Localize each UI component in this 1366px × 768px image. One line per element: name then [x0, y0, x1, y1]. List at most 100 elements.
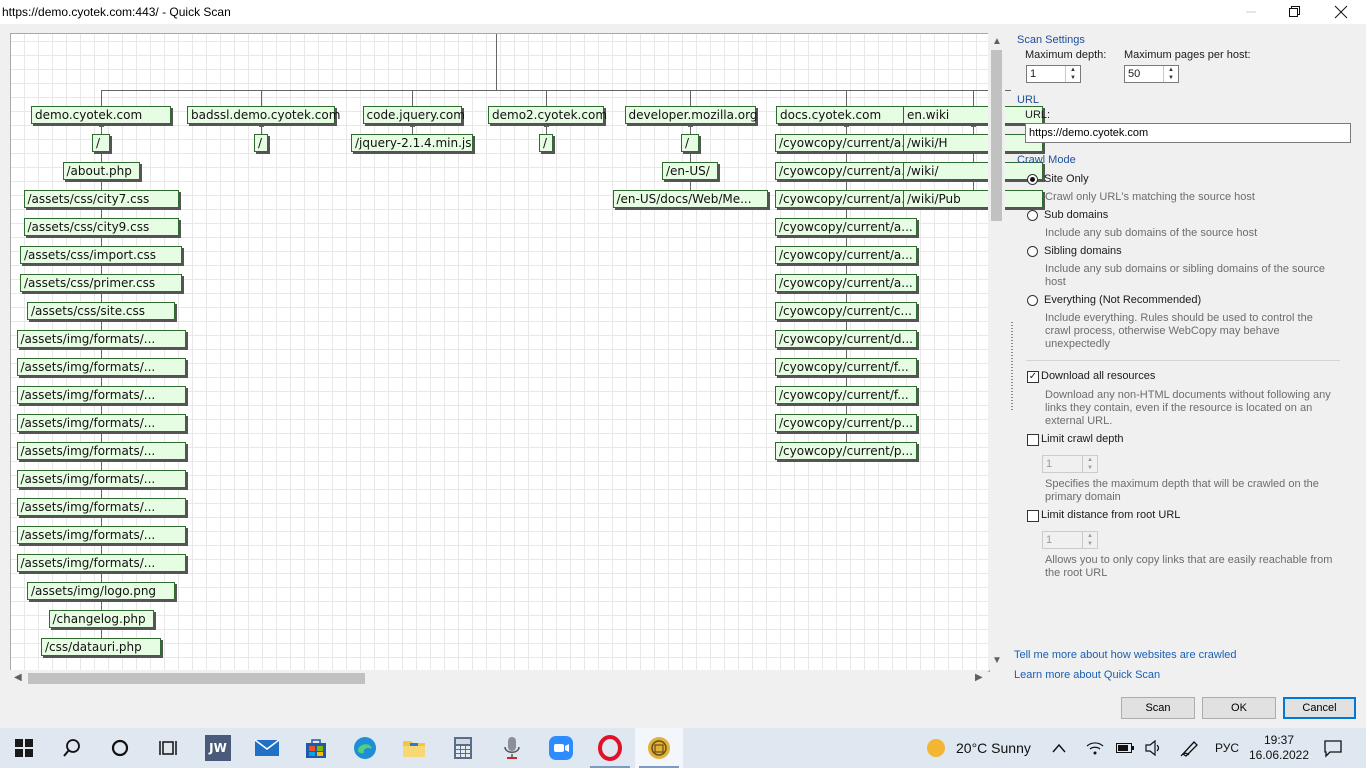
- diagram-node-host[interactable]: en.wiki: [903, 106, 1043, 124]
- edge-app[interactable]: [341, 728, 389, 768]
- minimize-button[interactable]: [1228, 0, 1274, 24]
- up-arrow-icon[interactable]: ▲: [1168, 67, 1174, 73]
- diagram-node-host[interactable]: badssl.demo.cyotek.com: [187, 106, 340, 124]
- diagram-node-path[interactable]: /en-US/: [662, 162, 718, 180]
- jw-app[interactable]: JW: [194, 728, 242, 768]
- diagram-vertical-scrollbar[interactable]: ▲ ▼: [988, 33, 1005, 670]
- diagram-node-path[interactable]: /cyowcopy/current/a...: [775, 162, 917, 180]
- diagram-node-path[interactable]: /assets/img/formats/...: [16, 554, 186, 572]
- diagram-node-path[interactable]: /: [539, 134, 553, 152]
- diagram-node-path[interactable]: /cyowcopy/current/f...: [775, 358, 917, 376]
- down-arrow-icon[interactable]: ▼: [1168, 75, 1174, 81]
- quick-scan-help-link[interactable]: Learn more about Quick Scan: [1014, 669, 1161, 681]
- diagram-horizontal-scrollbar[interactable]: ◀ ▶: [10, 670, 988, 687]
- zoom-app[interactable]: [537, 728, 585, 768]
- up-arrow-icon[interactable]: ▲: [1070, 67, 1076, 73]
- diagram-node-host[interactable]: docs.cyotek.com: [776, 106, 916, 124]
- diagram-node-path[interactable]: /assets/img/formats/...: [16, 414, 186, 432]
- weather-widget[interactable]: 20°C Sunny: [926, 728, 1031, 768]
- diagram-node-path[interactable]: /wiki/Pub: [903, 190, 1043, 208]
- notifications-button[interactable]: [1324, 728, 1342, 768]
- diagram-node-path[interactable]: /assets/css/city7.css: [23, 190, 179, 208]
- close-button[interactable]: [1318, 0, 1364, 24]
- max-depth-stepper[interactable]: 1 ▲▼: [1026, 65, 1081, 83]
- voice-recorder-app[interactable]: [488, 728, 536, 768]
- diagram-node-path[interactable]: /jquery-2.1.4.min.js: [351, 134, 473, 152]
- down-arrow-icon[interactable]: ▼: [1087, 541, 1093, 547]
- calculator-app[interactable]: [439, 728, 487, 768]
- file-explorer-app[interactable]: [390, 728, 438, 768]
- panel-splitter[interactable]: [1011, 320, 1013, 410]
- scroll-right-icon[interactable]: ▶: [975, 672, 983, 683]
- down-arrow-icon[interactable]: ▼: [1070, 75, 1076, 81]
- radio-site-only[interactable]: [1027, 174, 1038, 185]
- scroll-thumb[interactable]: [991, 50, 1002, 221]
- diagram-node-host[interactable]: demo.cyotek.com: [31, 106, 171, 124]
- mail-app[interactable]: [243, 728, 291, 768]
- diagram-node-path[interactable]: /assets/img/formats/...: [16, 526, 186, 544]
- diagram-node-path[interactable]: /assets/img/formats/...: [16, 358, 186, 376]
- diagram-node-path[interactable]: /assets/css/import.css: [20, 246, 182, 264]
- volume-control[interactable]: [1145, 728, 1163, 768]
- diagram-node-host[interactable]: developer.mozilla.org: [624, 106, 758, 124]
- diagram-node-path[interactable]: /cyowcopy/current/a...: [775, 218, 917, 236]
- task-view-button[interactable]: [144, 728, 192, 768]
- diagram-node-path[interactable]: /assets/img/formats/...: [16, 470, 186, 488]
- store-app[interactable]: [292, 728, 340, 768]
- limit-distance-checkbox[interactable]: [1027, 510, 1039, 522]
- opera-app[interactable]: [586, 728, 634, 768]
- search-button[interactable]: [48, 728, 96, 768]
- diagram-node-path[interactable]: /wiki/: [903, 162, 1043, 180]
- diagram-node-path[interactable]: /assets/img/formats/...: [16, 442, 186, 460]
- diagram-node-path[interactable]: /assets/css/primer.css: [20, 274, 182, 292]
- ok-button[interactable]: OK: [1202, 697, 1276, 719]
- diagram-node-path[interactable]: /assets/css/city9.css: [23, 218, 179, 236]
- diagram-node-path[interactable]: /cyowcopy/current/a...: [775, 246, 917, 264]
- download-all-checkbox[interactable]: ✓: [1027, 371, 1039, 383]
- limit-depth-checkbox[interactable]: [1027, 434, 1039, 446]
- diagram-node-path[interactable]: /cyowcopy/current/p...: [775, 414, 917, 432]
- show-hidden-icons[interactable]: [1052, 728, 1066, 768]
- diagram-node-path[interactable]: /wiki/H: [903, 134, 1043, 152]
- down-arrow-icon[interactable]: ▼: [1087, 465, 1093, 471]
- diagram-node-path[interactable]: /assets/img/formats/...: [16, 386, 186, 404]
- diagram-node-path[interactable]: /cyowcopy/current/f...: [775, 386, 917, 404]
- diagram-node-path[interactable]: /cyowcopy/current/a...: [775, 134, 917, 152]
- clock[interactable]: 19:37 16.06.2022: [1249, 728, 1309, 768]
- scroll-up-icon[interactable]: ▲: [992, 36, 1002, 47]
- crawl-help-link[interactable]: Tell me more about how websites are craw…: [1014, 649, 1237, 661]
- up-arrow-icon[interactable]: ▲: [1087, 533, 1093, 539]
- battery-status[interactable]: [1116, 728, 1134, 768]
- diagram-node-path[interactable]: /css/datauri.php: [41, 638, 161, 656]
- limit-depth-stepper[interactable]: 1 ▲▼: [1042, 455, 1098, 473]
- cortana-button[interactable]: [96, 728, 144, 768]
- diagram-node-path[interactable]: /assets/img/formats/...: [16, 330, 186, 348]
- diagram-node-host[interactable]: code.jquery.com: [362, 106, 465, 124]
- radio-sub-domains[interactable]: [1027, 210, 1038, 221]
- diagram-node-path[interactable]: /assets/img/formats/...: [16, 498, 186, 516]
- diagram-node-path[interactable]: /cyowcopy/current/a...: [775, 274, 917, 292]
- diagram-node-path[interactable]: /about.php: [62, 162, 140, 180]
- url-input[interactable]: [1026, 124, 1350, 142]
- diagram-node-host[interactable]: demo2.cyotek.com: [488, 106, 607, 124]
- webcopy-app[interactable]: [635, 728, 683, 768]
- scroll-left-icon[interactable]: ◀: [14, 672, 22, 683]
- pen-workspace[interactable]: [1180, 728, 1200, 768]
- radio-everything[interactable]: [1027, 295, 1038, 306]
- limit-distance-stepper[interactable]: 1 ▲▼: [1042, 531, 1098, 549]
- site-diagram[interactable]: / /about.php/assets/css/city7.css/assets/…: [10, 33, 1043, 672]
- diagram-node-path[interactable]: /cyowcopy/current/c...: [775, 302, 917, 320]
- diagram-node-path[interactable]: /: [92, 134, 110, 152]
- scan-button[interactable]: Scan: [1121, 697, 1195, 719]
- network-status[interactable]: [1086, 728, 1104, 768]
- diagram-node-path[interactable]: /assets/img/logo.png: [27, 582, 175, 600]
- restore-button[interactable]: [1272, 0, 1318, 24]
- up-arrow-icon[interactable]: ▲: [1087, 457, 1093, 463]
- diagram-node-path[interactable]: /: [681, 134, 699, 152]
- scroll-down-icon[interactable]: ▼: [992, 655, 1002, 666]
- cancel-button[interactable]: Cancel: [1283, 697, 1356, 719]
- scroll-thumb[interactable]: [28, 673, 365, 684]
- diagram-node-path[interactable]: /assets/css/site.css: [27, 302, 175, 320]
- language-indicator[interactable]: РУС: [1215, 741, 1240, 755]
- diagram-node-path[interactable]: /: [254, 134, 268, 152]
